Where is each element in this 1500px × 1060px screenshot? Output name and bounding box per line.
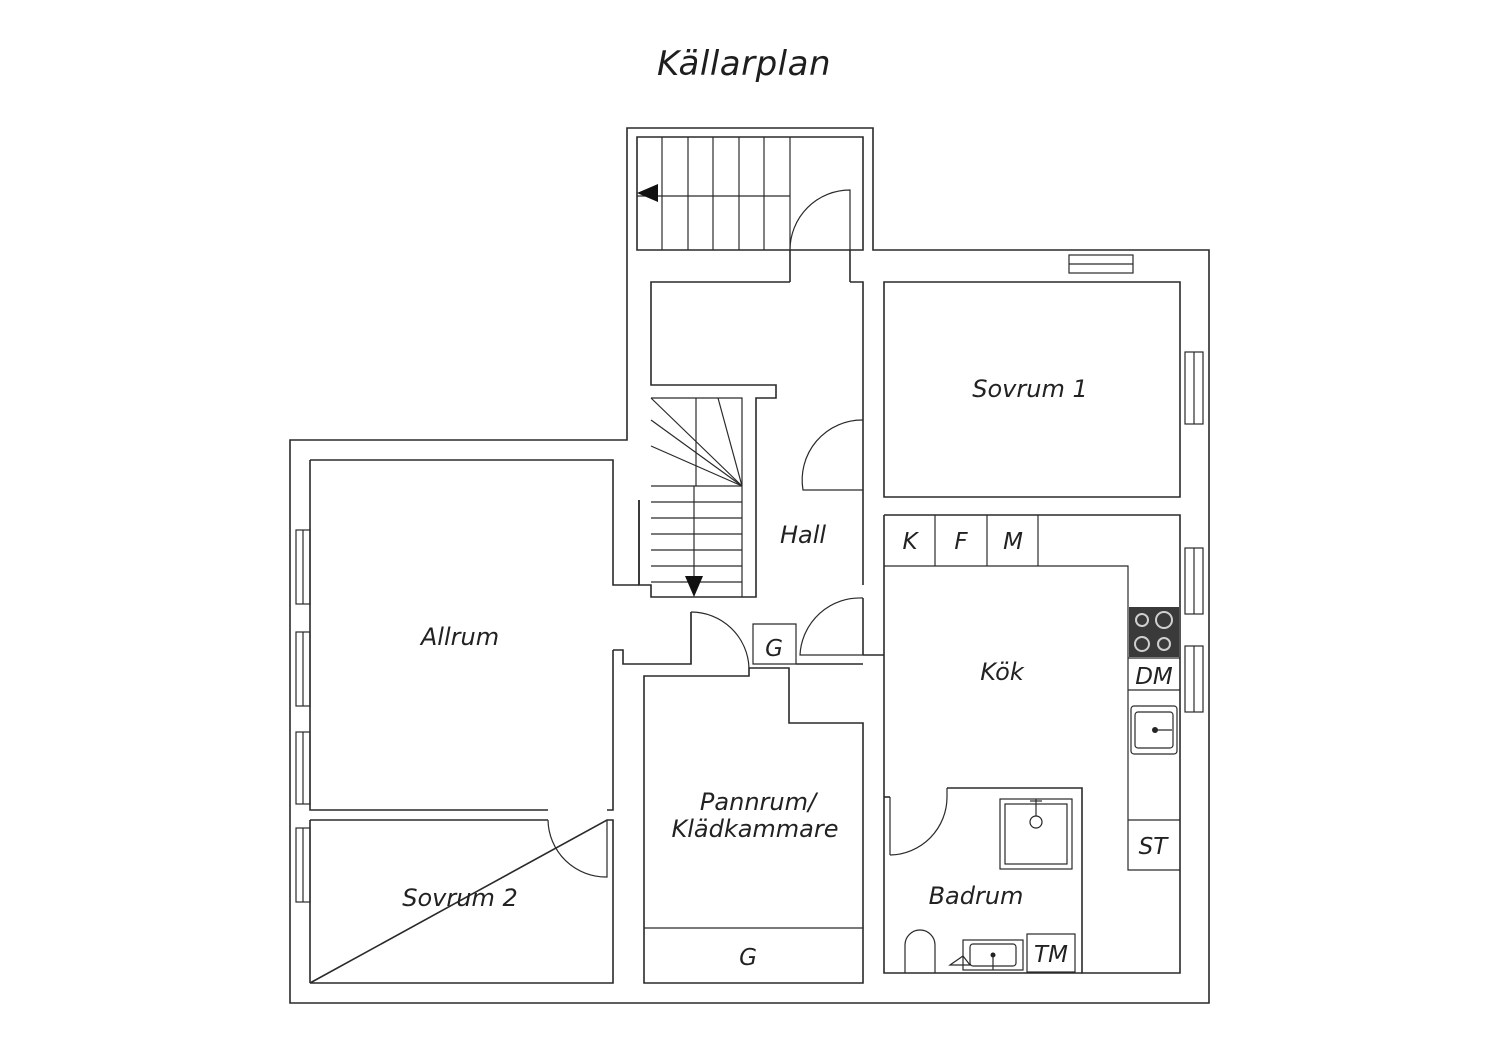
fixture-label-k: K bbox=[902, 529, 919, 555]
entry-staircase bbox=[637, 137, 791, 250]
room-label-kok: Kök bbox=[980, 658, 1025, 686]
hall-walls bbox=[638, 281, 864, 598]
room-label-sovrum2: Sovrum 2 bbox=[402, 884, 517, 912]
plan-title: Källarplan bbox=[656, 44, 832, 84]
fixture-label-st: ST bbox=[1139, 834, 1170, 860]
fixture-label-g-pannrum: G bbox=[739, 945, 757, 971]
stove-icon bbox=[1129, 607, 1179, 657]
room-label-sovrum1: Sovrum 1 bbox=[972, 375, 1087, 403]
tm-cell bbox=[1026, 933, 1076, 973]
sovrum1-walls bbox=[862, 281, 1181, 498]
washbasin-icon bbox=[948, 939, 1024, 971]
kitchen-walls bbox=[862, 514, 1181, 974]
sovrum2-door bbox=[547, 819, 608, 878]
badrum-walls bbox=[884, 787, 1109, 974]
window-sovrum1-right bbox=[1184, 351, 1204, 425]
room-label-hall: Hall bbox=[780, 521, 826, 549]
stair-arrow-icon bbox=[685, 576, 703, 597]
room-label-pannrum-line1: Pannrum/ bbox=[700, 788, 819, 816]
sovrum1-door bbox=[801, 419, 864, 491]
shower-icon bbox=[999, 798, 1073, 870]
window-allrum-3 bbox=[295, 731, 311, 805]
toilet-icon bbox=[904, 929, 936, 973]
badrum-door bbox=[889, 788, 948, 856]
window-kitchen-upper bbox=[1184, 547, 1204, 615]
allrum-walls bbox=[309, 459, 692, 811]
window-kitchen-lower bbox=[1184, 645, 1204, 713]
kitchen-counter bbox=[884, 515, 1180, 871]
window-sovrum1-top bbox=[1068, 254, 1134, 274]
fixture-label-g-hall: G bbox=[765, 636, 783, 662]
room-label-allrum: Allrum bbox=[419, 623, 499, 651]
stair-arrow-icon bbox=[637, 184, 658, 202]
window-allrum-2 bbox=[295, 631, 311, 707]
entry-door bbox=[789, 189, 851, 282]
sink-icon bbox=[1130, 705, 1178, 755]
pannrum-door bbox=[690, 611, 750, 669]
window-sovrum2 bbox=[295, 827, 311, 903]
inner-staircase bbox=[650, 397, 743, 597]
window-allrum-1 bbox=[295, 529, 311, 605]
fixture-label-tm: TM bbox=[1034, 942, 1068, 968]
kitchen-door bbox=[799, 597, 864, 656]
fixture-label-m: M bbox=[1003, 529, 1023, 555]
fixture-label-f: F bbox=[954, 529, 968, 555]
pannrum-walls bbox=[643, 667, 864, 984]
hall-g-cell bbox=[752, 623, 863, 665]
room-label-badrum: Badrum bbox=[929, 882, 1024, 910]
room-label-pannrum-line2: Klädkammare bbox=[671, 815, 838, 843]
fixture-label-dm: DM bbox=[1135, 664, 1173, 690]
outer-walls bbox=[289, 127, 1210, 1004]
